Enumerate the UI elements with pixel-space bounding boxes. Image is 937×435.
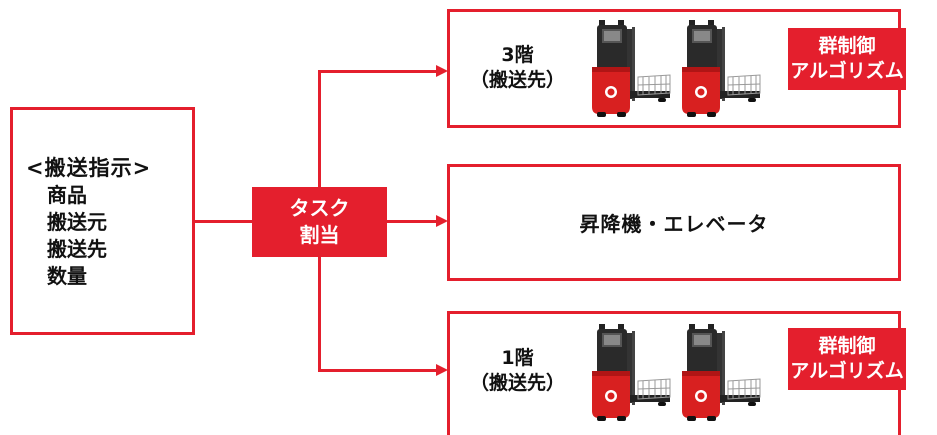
instruction-item: 数量 <box>47 264 87 288</box>
floor-3-label: 3階 （搬送先） <box>450 43 585 93</box>
transport-instruction-box: <搬送指示> 商品 搬送元 搬送先 数量 <box>10 107 195 335</box>
arrow-head-bottom <box>436 364 448 376</box>
badge-line2: アルゴリズム <box>790 360 904 382</box>
destination-label: （搬送先） <box>469 69 565 91</box>
group-control-badge: 群制御 アルゴリズム <box>788 328 906 390</box>
connector-to-bottom-branch <box>318 369 438 372</box>
task-allocation-box: タスク 割当 <box>252 187 387 257</box>
floor-3-box: 3階 （搬送先） 群制御 アルゴリズム <box>447 9 906 128</box>
arrow-head-top <box>436 65 448 77</box>
forklift-robot-icon <box>680 19 764 117</box>
connector-to-top-branch <box>318 70 438 73</box>
floor-1-label: 1階 （搬送先） <box>450 346 585 396</box>
connector-to-middle-branch <box>387 220 438 223</box>
task-label-line1: タスク <box>289 196 350 220</box>
floor-1-box: 1階 （搬送先） 群制御 アルゴリズム <box>447 311 906 435</box>
elevator-label: 昇降機・エレベータ <box>579 212 769 236</box>
badge-line2: アルゴリズム <box>790 60 904 82</box>
instruction-title: <搬送指示> <box>26 156 152 180</box>
destination-label: （搬送先） <box>469 372 565 394</box>
elevator-box: 昇降機・エレベータ <box>447 164 901 281</box>
arrow-head-middle <box>436 215 448 227</box>
connector-instruction-to-task <box>195 220 252 223</box>
instruction-item: 搬送先 <box>47 237 107 261</box>
group-control-badge: 群制御 アルゴリズム <box>788 28 906 90</box>
badge-line1: 群制御 <box>818 35 876 57</box>
badge-line1: 群制御 <box>818 335 876 357</box>
forklift-robot-icon <box>590 323 674 421</box>
forklift-robot-icon <box>590 19 674 117</box>
task-label-line2: 割当 <box>299 223 340 247</box>
instruction-item: 商品 <box>47 183 87 207</box>
floor-number: 3階 <box>501 44 534 66</box>
forklift-robot-icon <box>680 323 764 421</box>
instruction-item: 搬送元 <box>47 210 107 234</box>
instruction-list: 商品 搬送元 搬送先 数量 <box>47 182 107 290</box>
floor-number: 1階 <box>501 347 534 369</box>
